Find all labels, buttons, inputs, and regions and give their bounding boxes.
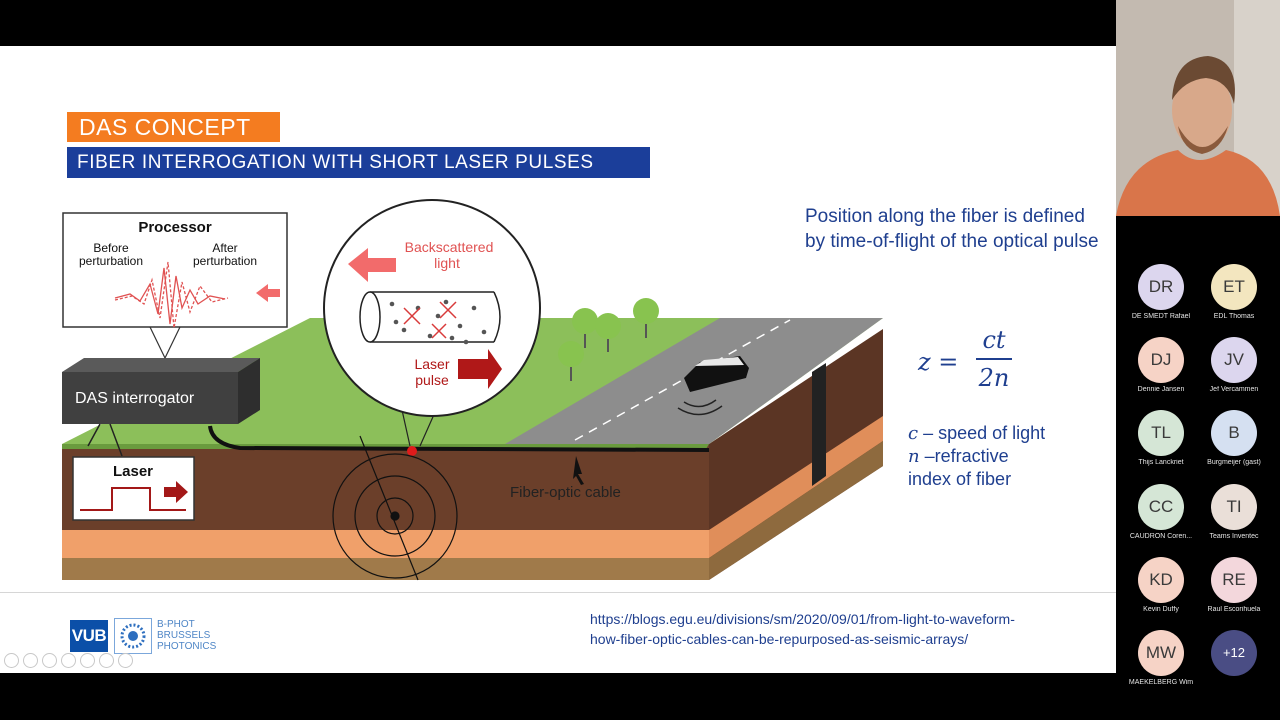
avatar: TL (1138, 410, 1184, 456)
bphot-logo (114, 618, 152, 654)
svg-text:perturbation: perturbation (79, 254, 143, 268)
participant-name: MAEKELBERG Wim (1128, 679, 1194, 686)
slide-controls (4, 653, 133, 669)
participant-name: DE SMEDT Rafael (1131, 313, 1191, 320)
fiber-optic-cable-label: Fiber-optic cable (510, 484, 621, 501)
svg-text:pulse: pulse (415, 372, 449, 388)
after-label: After (212, 241, 237, 255)
das-diagram: DAS interrogator Processor Before pertur… (62, 199, 883, 581)
fraction-bar (976, 358, 1012, 360)
participant-name: Teams Inventec (1209, 533, 1259, 540)
laser-pulse-arrow-icon (458, 349, 502, 389)
vub-logo: VUB (70, 620, 108, 652)
avatar: MW (1138, 630, 1184, 676)
participant-tile[interactable]: B Burgmeijer (gast) (1190, 410, 1272, 483)
fiber-tube (359, 291, 501, 345)
backscattered-arrow-icon (348, 248, 396, 282)
presentation-slide: DAS CONCEPT FIBER INTERROGATION WITH SHO… (0, 46, 1116, 673)
svg-text:light: light (434, 255, 460, 271)
fiber-cable-line (208, 425, 710, 452)
processor-box (62, 212, 288, 328)
backscattered-label: Backscattered (405, 239, 494, 255)
avatar: ET (1211, 264, 1257, 310)
avatar: JV (1211, 337, 1257, 383)
participant-tile[interactable]: ET EDL Thomas (1190, 264, 1272, 337)
participant-name: Dennie Jansen (1137, 386, 1185, 393)
legend-n: –refractive (919, 446, 1009, 466)
more-participants-button[interactable]: +12 (1190, 630, 1272, 703)
avatar: KD (1138, 557, 1184, 603)
trees (558, 298, 659, 381)
avatar: TI (1211, 484, 1257, 530)
avatar: DR (1138, 264, 1184, 310)
laser-arrow-icon (164, 481, 188, 503)
laser-pulse-label: Laser (414, 356, 449, 372)
participant-name: Kevin Duffy (1143, 606, 1179, 613)
avatar: B (1211, 410, 1257, 456)
waveform-after (114, 261, 229, 329)
avatar: RE (1211, 557, 1257, 603)
formula-lhs: z = (918, 348, 959, 376)
participant-tile[interactable]: MW MAEKELBERG Wim (1117, 630, 1199, 703)
svg-text:perturbation: perturbation (193, 254, 257, 268)
participant-tile[interactable]: DJ Dennie Jansen (1117, 337, 1199, 410)
slide-subtitle: FIBER INTERROGATION WITH SHORT LASER PUL… (67, 147, 650, 178)
participant-name: Jef Vercammen (1209, 386, 1259, 393)
participant-name: Thijs Lanckriet (1138, 459, 1184, 466)
prev-slide-icon[interactable] (4, 653, 19, 668)
subtitles-icon[interactable] (99, 653, 114, 668)
interrogator-label: DAS interrogator (75, 390, 195, 407)
avatar: CC (1138, 484, 1184, 530)
zoom-icon[interactable] (80, 653, 95, 668)
legend-c: – speed of light (918, 423, 1046, 443)
seismic-waves (332, 435, 458, 581)
das-interrogator (62, 358, 260, 457)
avatar: DJ (1138, 337, 1184, 383)
bphot-logo-text: B-PHOT BRUSSELS PHOTONICS (157, 619, 217, 652)
participant-tile[interactable]: TI Teams Inventec (1190, 484, 1272, 557)
laser-label: Laser (113, 463, 153, 480)
backscatter-arrow-small-icon (256, 284, 280, 302)
participant-name: EDL Thomas (1213, 313, 1255, 320)
formula-numerator: ct (982, 326, 1006, 354)
processor-label: Processor (138, 219, 212, 236)
presenter-video (1116, 0, 1280, 216)
participant-tile[interactable]: RE Raul Escorihuela (1190, 557, 1272, 630)
car (677, 356, 749, 416)
participant-name: Burgmeijer (gast) (1207, 459, 1261, 466)
laser-pulse-shape (80, 487, 186, 511)
formula-denominator: 2n (978, 364, 1010, 392)
next-slide-icon[interactable] (23, 653, 38, 668)
more-count-badge: +12 (1211, 630, 1257, 676)
more-options-icon[interactable] (118, 653, 133, 668)
participant-tile[interactable]: JV Jef Vercammen (1190, 337, 1272, 410)
footer-divider (0, 592, 1116, 593)
position-description: Position along the fiber is defined by t… (805, 206, 1099, 252)
formula-legend: c – speed of light n –refractive index o… (908, 423, 1046, 489)
participant-tile[interactable]: CC CAUDRON Coren... (1117, 484, 1199, 557)
bphot-sun-icon (120, 623, 146, 649)
slide-title: DAS CONCEPT (67, 112, 280, 142)
before-label: Before (93, 241, 129, 255)
pen-icon[interactable] (42, 653, 57, 668)
participant-tile[interactable]: DR DE SMEDT Rafael (1117, 264, 1199, 337)
participant-tile[interactable]: TL Thijs Lanckriet (1117, 410, 1199, 483)
presenter-silhouette (1116, 0, 1280, 216)
source-link[interactable]: https://blogs.egu.eu/divisions/sm/2020/0… (590, 611, 1015, 647)
slides-icon[interactable] (61, 653, 76, 668)
perturbation-point (407, 446, 417, 456)
participant-tile[interactable]: KD Kevin Duffy (1117, 557, 1199, 630)
participant-name: Raul Escorihuela (1207, 606, 1261, 613)
participant-name: CAUDRON Coren... (1129, 533, 1193, 540)
mouse-cursor-icon (573, 456, 584, 485)
